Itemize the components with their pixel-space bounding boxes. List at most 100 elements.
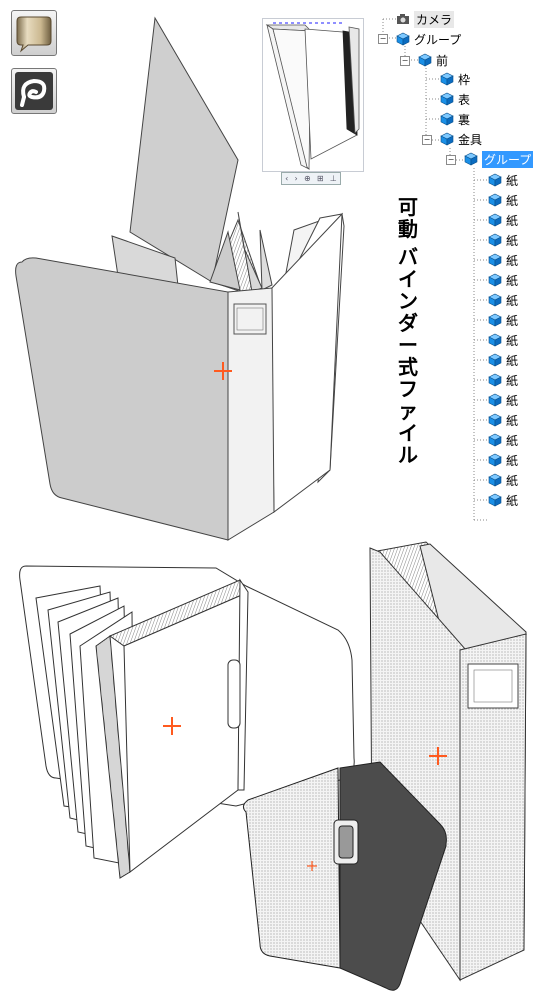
- tree-node-label: 紙: [506, 313, 519, 328]
- tree-node-paper[interactable]: 紙: [488, 331, 518, 349]
- layer-cube-icon: [488, 493, 502, 507]
- nav-fit-icon[interactable]: ⊞: [316, 174, 324, 183]
- tree-node-label: 表: [458, 92, 471, 107]
- collapse-toggle[interactable]: −: [400, 56, 410, 66]
- layer-cube-icon: [488, 433, 502, 447]
- title-char: イ: [398, 267, 418, 291]
- closed-binder-upright: [369, 541, 528, 982]
- tree-node-paper[interactable]: 紙: [488, 251, 518, 269]
- collapse-toggle[interactable]: −: [446, 155, 456, 165]
- tree-node-frame[interactable]: 枠: [440, 70, 470, 88]
- crosshair-marker: [307, 861, 317, 871]
- crosshair-marker: [429, 747, 447, 765]
- tree-node-label: 前: [436, 53, 449, 68]
- collapse-toggle[interactable]: −: [378, 34, 388, 44]
- tree-node-paper[interactable]: 紙: [488, 491, 518, 509]
- tree-node-paper[interactable]: 紙: [488, 291, 518, 309]
- layer-cube-icon: [396, 32, 410, 46]
- layer-cube-icon: [488, 453, 502, 467]
- tree-node-paper[interactable]: 紙: [488, 411, 518, 429]
- crosshair-marker: [214, 362, 232, 380]
- layer-cube-icon: [488, 293, 502, 307]
- tree-node-paper[interactable]: 紙: [488, 431, 518, 449]
- layer-cube-icon: [488, 273, 502, 287]
- layer-cube-icon: [440, 112, 454, 126]
- tree-node-label: 紙: [506, 213, 519, 228]
- tree-node-metal[interactable]: 金具: [440, 130, 482, 148]
- tree-node-label: 紙: [506, 273, 519, 288]
- camera-icon: [397, 14, 409, 24]
- nav-zoom-icon[interactable]: ⊕: [303, 174, 311, 183]
- tree-node-label: 紙: [506, 393, 519, 408]
- open-cover-ring: [242, 761, 447, 991]
- speech-bubble-icon: [16, 16, 52, 53]
- layer-cube-icon: [488, 173, 502, 187]
- open-binder-white: [19, 565, 355, 879]
- tree-node-group[interactable]: グループ: [396, 30, 461, 48]
- tree-node-label: 紙: [506, 173, 519, 188]
- tree-node-label: 紙: [506, 193, 519, 208]
- tree-node-label: 紙: [506, 233, 519, 248]
- title-char: ー: [398, 333, 418, 357]
- tree-node-label: 紙: [506, 373, 519, 388]
- tree-node-paper[interactable]: 紙: [488, 271, 518, 289]
- layer-cube-icon: [488, 213, 502, 227]
- layer-cube-icon: [440, 132, 454, 146]
- layer-cube-icon: [418, 53, 432, 67]
- tree-node-label: 紙: [506, 413, 519, 428]
- nav-next-icon[interactable]: ›: [294, 174, 298, 183]
- tree-node-label: 枠: [458, 72, 471, 87]
- title-char: フ: [398, 377, 418, 401]
- tree-node-label: 金具: [458, 132, 483, 147]
- tree-connector-lines: [382, 18, 488, 521]
- open-binder-top: [15, 16, 345, 541]
- tree-node-front[interactable]: 前: [418, 51, 448, 69]
- layer-cube-icon: [488, 193, 502, 207]
- tree-node-label: 紙: [506, 453, 519, 468]
- tree-node-paper[interactable]: 紙: [488, 451, 518, 469]
- layer-cube-icon: [440, 92, 454, 106]
- collapse-toggle[interactable]: −: [422, 135, 432, 145]
- layer-cube-icon: [488, 233, 502, 247]
- tree-node-label: 紙: [506, 333, 519, 348]
- tree-node-label: 紙: [506, 293, 519, 308]
- layer-cube-icon: [488, 393, 502, 407]
- layer-cube-icon: [488, 353, 502, 367]
- tree-node-paper[interactable]: 紙: [488, 191, 518, 209]
- title-char: 式: [398, 355, 418, 379]
- tree-node-paper[interactable]: 紙: [488, 211, 518, 229]
- tree-node-label: 紙: [506, 253, 519, 268]
- tree-node-label: グループ: [414, 32, 462, 47]
- layer-cube-icon: [488, 413, 502, 427]
- nav-anchor-icon[interactable]: ⊥: [329, 174, 337, 183]
- tree-node-label: グループ: [482, 150, 534, 168]
- vertical-title: 可動バインダー式ファイル: [393, 196, 423, 466]
- tree-node-paper[interactable]: 紙: [488, 171, 518, 189]
- tree-node-paper[interactable]: 紙: [488, 311, 518, 329]
- title-char: 可: [398, 195, 418, 219]
- title-char: ル: [398, 443, 418, 467]
- layer-cube-icon: [488, 313, 502, 327]
- tree-node-paper[interactable]: 紙: [488, 371, 518, 389]
- tree-node-camera[interactable]: カメラ: [396, 10, 455, 28]
- tree-node-sub-group[interactable]: グループ: [464, 150, 534, 168]
- tree-node-label: 紙: [506, 493, 519, 508]
- lasso-tool-button[interactable]: [11, 68, 57, 114]
- tree-node-label: カメラ: [414, 10, 455, 28]
- tree-node-paper[interactable]: 紙: [488, 471, 518, 489]
- tree-node-paper[interactable]: 紙: [488, 231, 518, 249]
- layer-cube-icon: [488, 473, 502, 487]
- tree-node-paper[interactable]: 紙: [488, 351, 518, 369]
- layer-tree[interactable]: カメラ − グループ − 前 枠 表 裏 − 金具 − グループ 紙紙紙紙紙紙紙…: [370, 4, 540, 534]
- tree-node-label: 紙: [506, 353, 519, 368]
- layer-cube-icon: [440, 72, 454, 86]
- nav-prev-icon[interactable]: ‹: [285, 174, 289, 183]
- tree-node-paper[interactable]: 紙: [488, 391, 518, 409]
- layer-cube-icon: [488, 333, 502, 347]
- title-char: ン: [398, 289, 418, 313]
- preview-navigation-controls[interactable]: ‹ › ⊕ ⊞ ⊥: [281, 172, 341, 185]
- speech-bubble-tool-button[interactable]: [11, 10, 57, 56]
- tree-node-face[interactable]: 表: [440, 90, 470, 108]
- tree-node-back[interactable]: 裏: [440, 110, 470, 128]
